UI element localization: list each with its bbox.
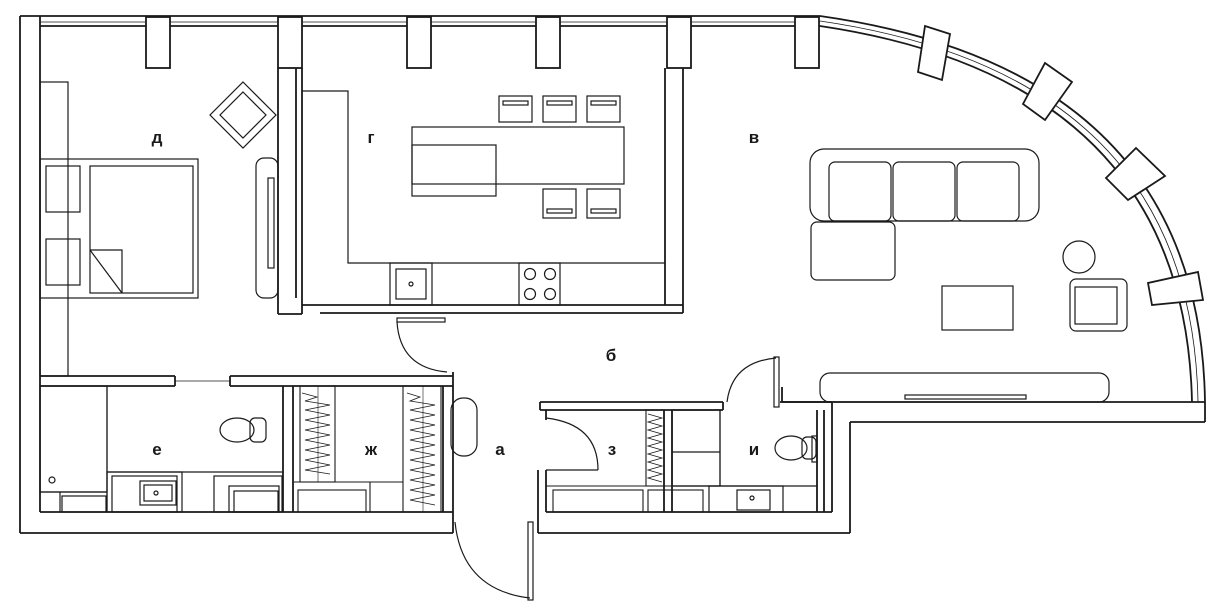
entrance-bench (450, 397, 478, 457)
room-label-g: г (367, 128, 374, 147)
room-labels: а б в г д е ж з и (152, 128, 760, 459)
room-label-z: з (608, 440, 616, 459)
room-label-i: и (749, 440, 759, 459)
bathroom-e-fixtures (39, 385, 283, 513)
doors (396, 317, 780, 601)
room-label-zh: ж (364, 440, 378, 459)
bathroom-i-fixtures (671, 409, 818, 513)
room-label-b: б (606, 346, 617, 365)
room-label-e: е (152, 440, 161, 459)
columns (145, 16, 1205, 306)
room-label-a: а (495, 440, 505, 459)
room-label-d: д (152, 128, 163, 147)
closet-z (546, 409, 704, 513)
wardrobe-zh (293, 385, 442, 513)
kitchen-furniture (302, 90, 665, 306)
room-label-v: в (749, 128, 759, 147)
living-furniture (809, 148, 1128, 403)
bedroom-furniture (39, 81, 279, 377)
partition-walls (40, 16, 832, 512)
